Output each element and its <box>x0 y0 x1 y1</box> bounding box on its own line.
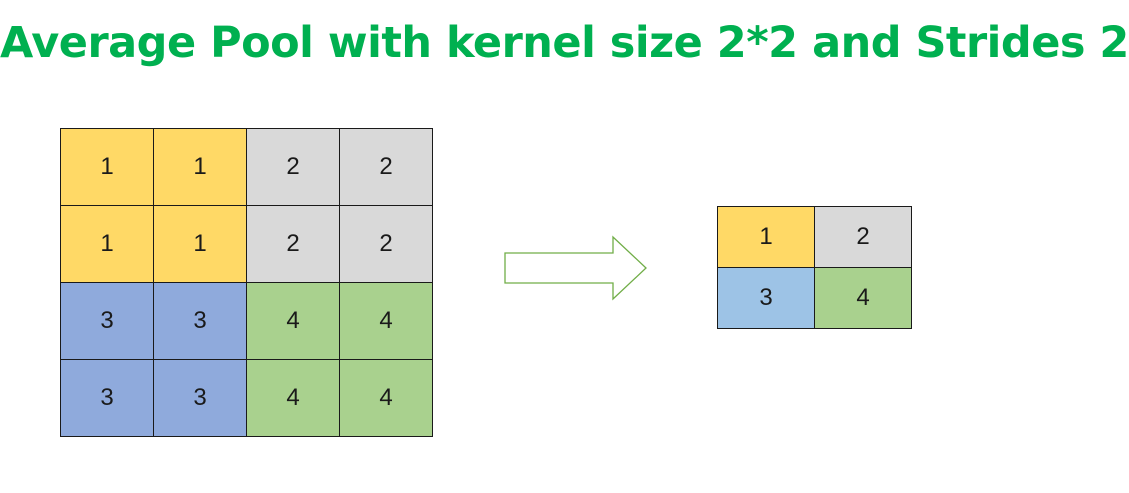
input-cell-r4-c2: 3 <box>154 360 247 437</box>
input-cell-r3-c2: 3 <box>154 283 247 360</box>
input-cell-r1-c4: 2 <box>340 129 433 206</box>
input-cell-r2-c4: 2 <box>340 206 433 283</box>
diagram-title: Average Pool with kernel size 2*2 and St… <box>0 18 1129 68</box>
input-cell-r2-c3: 2 <box>247 206 340 283</box>
right-arrow-outline-icon <box>504 235 647 301</box>
output-cell-r2-c1: 3 <box>718 268 815 329</box>
input-cell-r4-c4: 4 <box>340 360 433 437</box>
input-cell-r2-c2: 1 <box>154 206 247 283</box>
input-cell-r2-c1: 1 <box>61 206 154 283</box>
output-cell-r2-c2: 4 <box>815 268 912 329</box>
input-cell-r4-c3: 4 <box>247 360 340 437</box>
input-cell-r3-c3: 4 <box>247 283 340 360</box>
input-cell-r1-c1: 1 <box>61 129 154 206</box>
output-cell-r1-c2: 2 <box>815 207 912 268</box>
input-cell-r1-c3: 2 <box>247 129 340 206</box>
input-cell-r3-c1: 3 <box>61 283 154 360</box>
input-cell-r4-c1: 3 <box>61 360 154 437</box>
input-cell-r3-c4: 4 <box>340 283 433 360</box>
input-cell-r1-c2: 1 <box>154 129 247 206</box>
output-cell-r1-c1: 1 <box>718 207 815 268</box>
